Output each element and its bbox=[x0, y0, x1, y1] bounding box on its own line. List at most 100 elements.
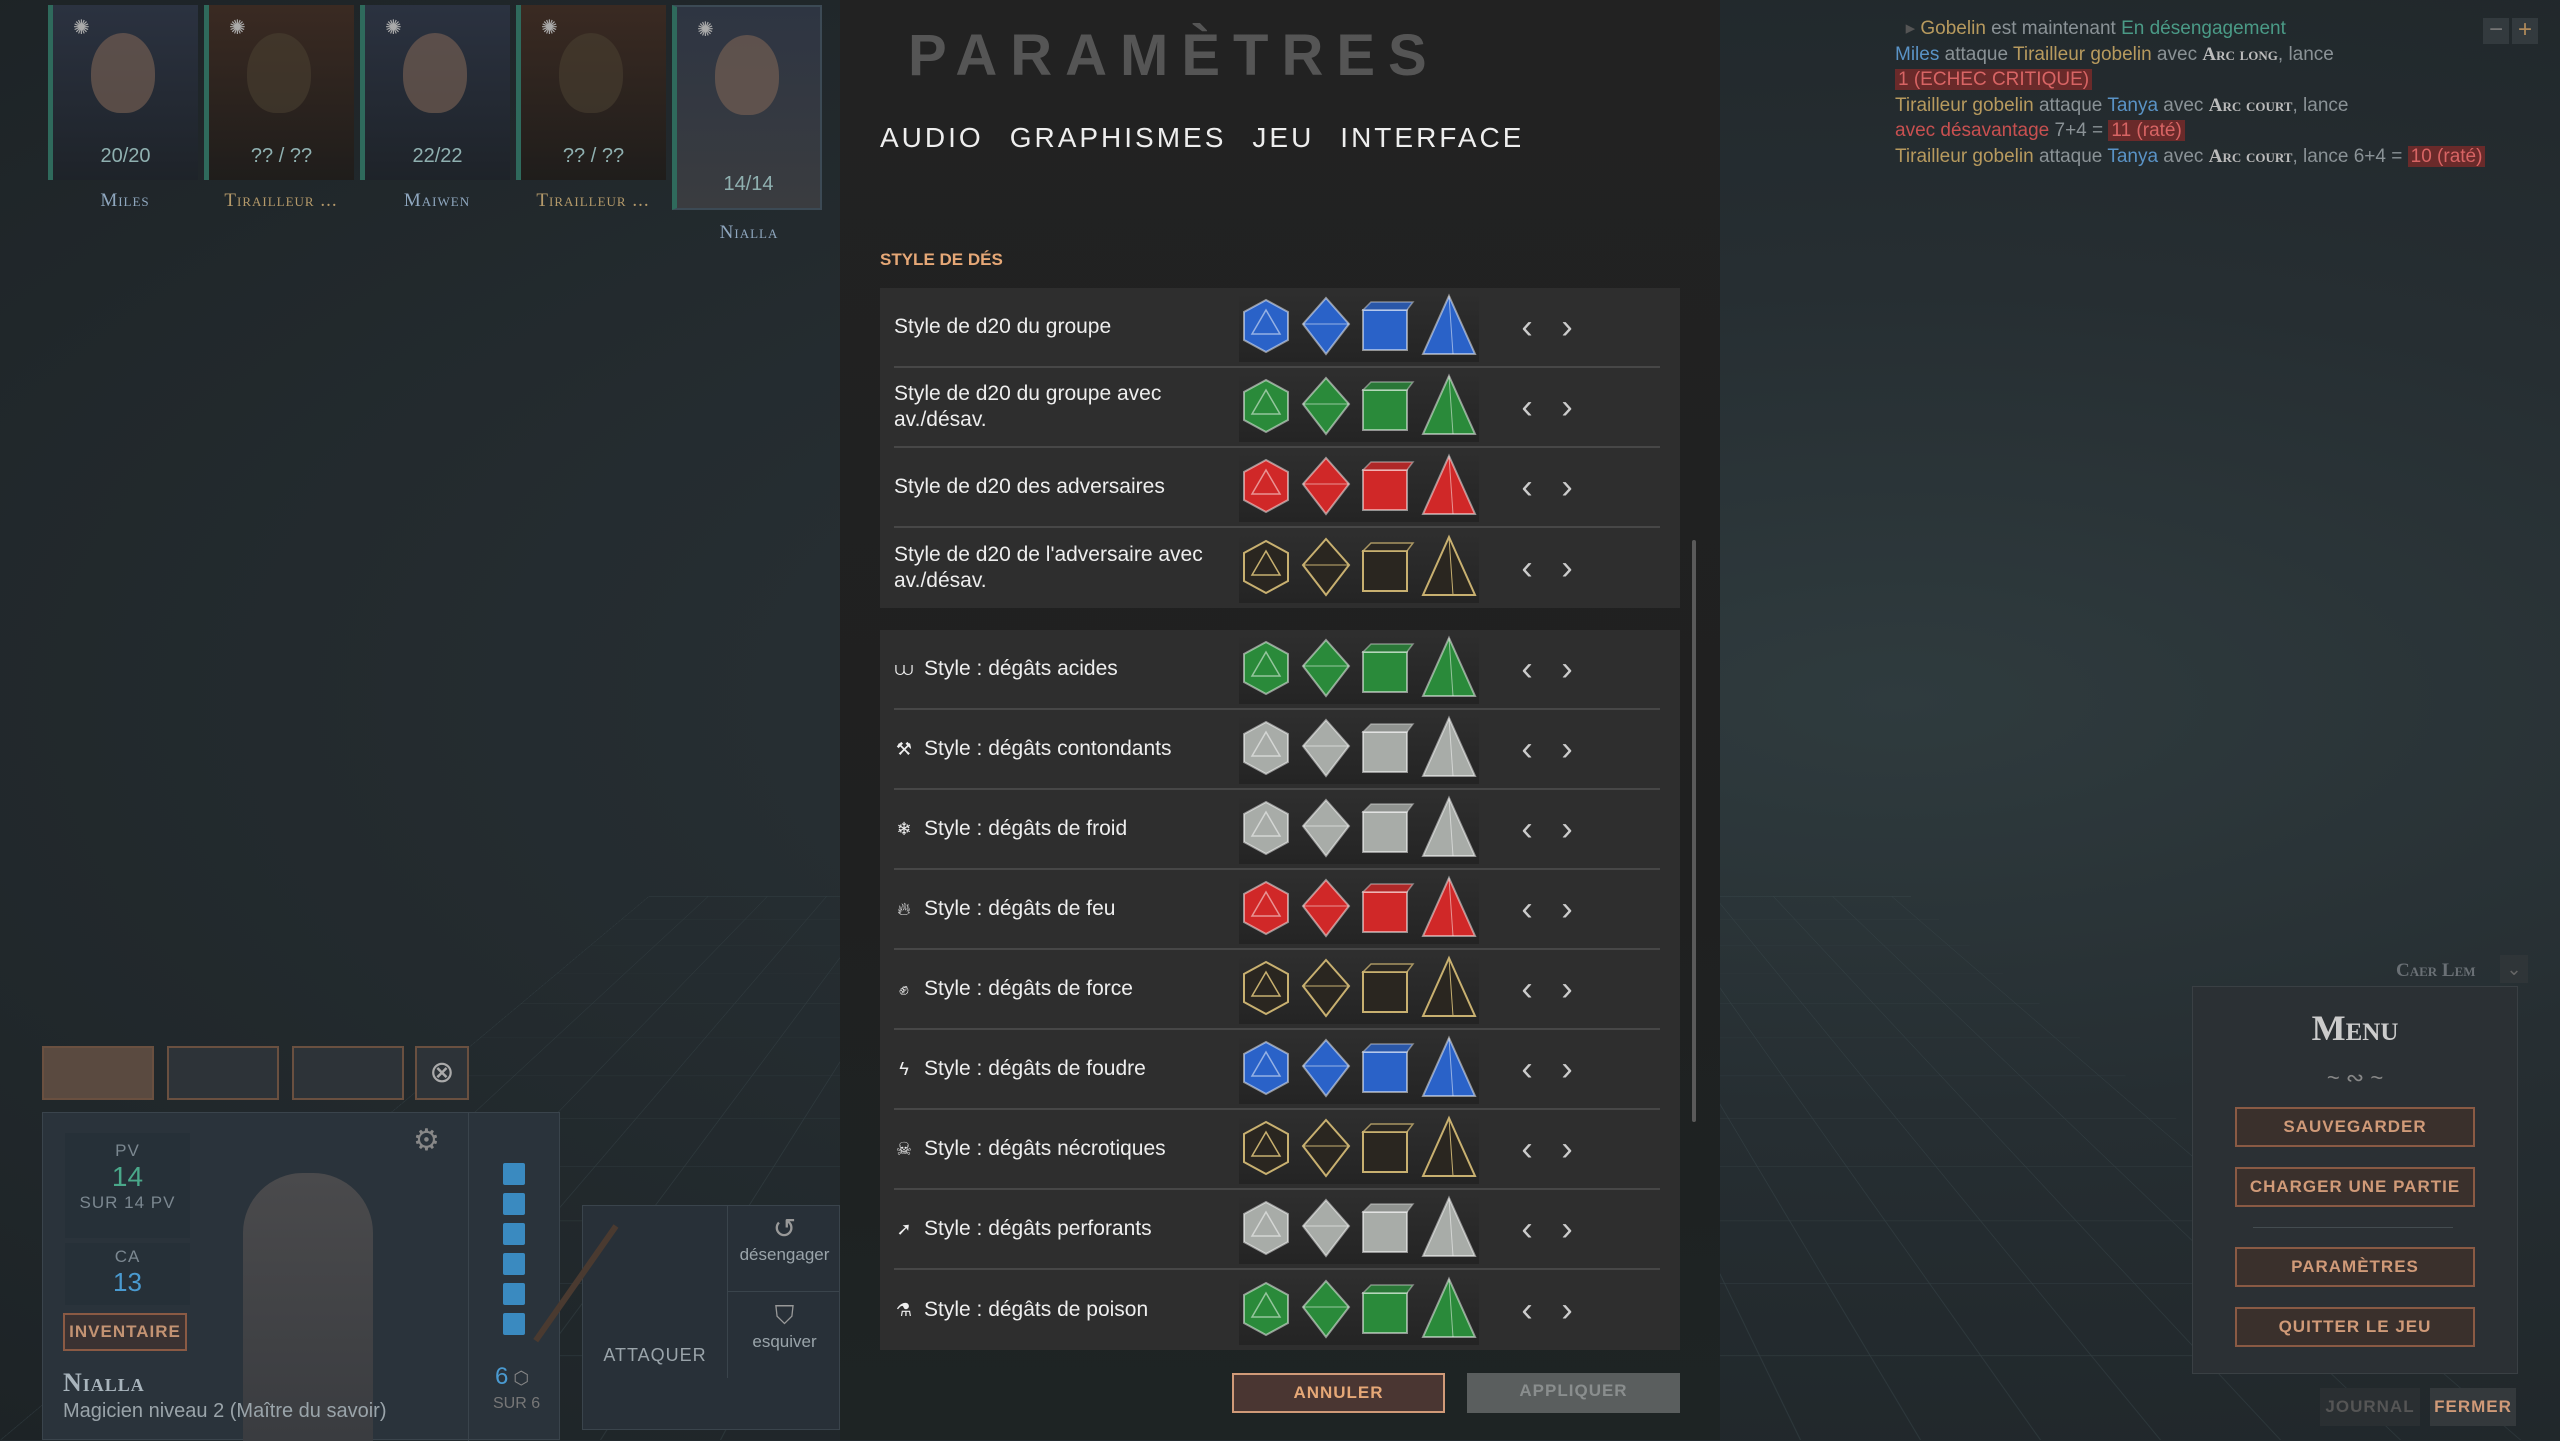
load-game-button[interactable]: CHARGER UNE PARTIE bbox=[2235, 1167, 2475, 1207]
journal-button[interactable]: JOURNAL bbox=[2320, 1388, 2420, 1426]
previous-style-button[interactable]: ‹ bbox=[1507, 388, 1547, 427]
previous-style-button[interactable]: ‹ bbox=[1507, 890, 1547, 929]
log-line: Tirailleur gobelin attaque Tanya avec Ar… bbox=[1895, 93, 2515, 144]
condition-icon: ✺ bbox=[385, 15, 402, 40]
previous-style-button[interactable]: ‹ bbox=[1507, 650, 1547, 689]
next-style-button[interactable]: › bbox=[1547, 970, 1587, 1009]
log-target: Tanya bbox=[2107, 146, 2158, 167]
dice-style-label: Style : dégâts acides bbox=[924, 656, 1118, 682]
previous-style-button[interactable]: ‹ bbox=[1507, 810, 1547, 849]
attack-button[interactable]: ATTAQUER bbox=[583, 1206, 728, 1378]
spell-slot bbox=[503, 1253, 525, 1275]
dice-style-label: Style : dégâts nécrotiques bbox=[924, 1136, 1166, 1162]
log-result: 1 (ECHEC CRITIQUE) bbox=[1895, 69, 2092, 90]
dice-style-row: ⚒Style : dégâts contondants ‹› bbox=[894, 710, 1660, 790]
tab-audio[interactable]: AUDIO bbox=[880, 122, 984, 170]
dice-preview bbox=[1239, 292, 1479, 362]
party-portrait[interactable]: ✺20/20 bbox=[48, 5, 198, 180]
log-line: Tirailleur gobelin attaque Tanya avec Ar… bbox=[1895, 144, 2515, 170]
d10-icon bbox=[1303, 640, 1349, 696]
next-style-button[interactable]: › bbox=[1547, 650, 1587, 689]
previous-style-button[interactable]: ‹ bbox=[1507, 970, 1547, 1009]
dodge-button[interactable]: ⛉ esquiver bbox=[728, 1292, 841, 1378]
tab-graphismes[interactable]: GRAPHISMES bbox=[1010, 122, 1227, 170]
tab-jeu[interactable]: JEU bbox=[1252, 122, 1314, 170]
weapon-slot-torch[interactable] bbox=[292, 1046, 404, 1100]
party-portrait[interactable]: ✺14/14 bbox=[672, 5, 822, 210]
chevron-down-icon[interactable]: ⌄ bbox=[2500, 955, 2528, 983]
d20-icon bbox=[1244, 300, 1288, 352]
dice-style-label: Style : dégâts de poison bbox=[924, 1297, 1148, 1323]
disengage-button[interactable]: ↺ désengager bbox=[728, 1206, 841, 1292]
next-style-button[interactable]: › bbox=[1547, 1210, 1587, 1249]
d6-icon bbox=[1363, 1124, 1413, 1172]
settings-button[interactable]: PARAMÈTRES bbox=[2235, 1247, 2475, 1287]
next-style-button[interactable]: › bbox=[1547, 468, 1587, 507]
portrait-hp: ?? / ?? bbox=[521, 145, 666, 168]
cancel-button[interactable]: ANNULER bbox=[1232, 1373, 1445, 1413]
spell-slot bbox=[503, 1283, 525, 1305]
disengage-label: désengager bbox=[728, 1245, 841, 1265]
log-text: avec bbox=[2158, 146, 2209, 167]
weapon-slot-hands[interactable] bbox=[167, 1046, 279, 1100]
party-portrait[interactable]: ✺?? / ?? bbox=[516, 5, 666, 180]
tab-interface[interactable]: INTERFACE bbox=[1340, 122, 1520, 170]
force-icon: ✊︎ bbox=[894, 976, 914, 1002]
dice-preview bbox=[1239, 874, 1479, 944]
log-line: ▸ Gobelin est maintenant En désengagemen… bbox=[1895, 16, 2515, 42]
gear-icon[interactable]: ⚙ bbox=[413, 1123, 440, 1158]
next-style-button[interactable]: › bbox=[1547, 549, 1587, 588]
settings-panel: PARAMÈTRES AUDIOGRAPHISMESJEUINTERFACEDÉ… bbox=[840, 0, 1720, 1440]
portrait-face bbox=[91, 33, 155, 113]
scrollbar[interactable] bbox=[1692, 540, 1696, 1122]
portrait-name: Maiwen bbox=[352, 190, 522, 212]
cold-icon: ❄ bbox=[894, 816, 914, 842]
previous-style-button[interactable]: ‹ bbox=[1507, 1210, 1547, 1249]
d20-icon bbox=[1244, 460, 1288, 512]
next-style-button[interactable]: › bbox=[1547, 1291, 1587, 1330]
previous-style-button[interactable]: ‹ bbox=[1507, 1130, 1547, 1169]
dice-style-row: Style de d20 de l'adversaire avec av./dé… bbox=[894, 528, 1660, 608]
previous-style-button[interactable]: ‹ bbox=[1507, 468, 1547, 507]
previous-style-button[interactable]: ‹ bbox=[1507, 549, 1547, 588]
d20-icon bbox=[1244, 802, 1288, 854]
dice-style-label: Style : dégâts de foudre bbox=[924, 1056, 1146, 1082]
party-portrait[interactable]: ✺22/22 bbox=[360, 5, 510, 180]
d20-icon bbox=[1244, 882, 1288, 934]
dice-style-label-wrap: Style de d20 du groupe bbox=[894, 314, 1239, 340]
next-style-button[interactable]: › bbox=[1547, 1050, 1587, 1089]
dice-style-label-wrap: ❄Style : dégâts de froid bbox=[894, 816, 1239, 842]
close-button[interactable]: FERMER bbox=[2430, 1388, 2516, 1426]
dice-preview bbox=[1239, 452, 1479, 522]
log-zoom-out-button[interactable]: − bbox=[2483, 18, 2509, 44]
weapon-slot-staff[interactable] bbox=[42, 1046, 154, 1100]
party-portrait[interactable]: ✺?? / ?? bbox=[204, 5, 354, 180]
next-style-button[interactable]: › bbox=[1547, 1130, 1587, 1169]
previous-style-button[interactable]: ‹ bbox=[1507, 730, 1547, 769]
next-style-button[interactable]: › bbox=[1547, 890, 1587, 929]
previous-style-button[interactable]: ‹ bbox=[1507, 308, 1547, 347]
next-style-button[interactable]: › bbox=[1547, 388, 1587, 427]
next-style-button[interactable]: › bbox=[1547, 810, 1587, 849]
d20-icon bbox=[1244, 1202, 1288, 1254]
d6-icon bbox=[1363, 382, 1413, 430]
d10-icon bbox=[1303, 1281, 1349, 1337]
previous-style-button[interactable]: ‹ bbox=[1507, 1291, 1547, 1330]
dice-style-label-wrap: Style de d20 de l'adversaire avec av./dé… bbox=[894, 542, 1239, 594]
attack-label: ATTAQUER bbox=[583, 1345, 727, 1366]
next-style-button[interactable]: › bbox=[1547, 730, 1587, 769]
hp-value: 14 bbox=[65, 1161, 190, 1193]
inventory-button[interactable]: INVENTAIRE bbox=[63, 1313, 187, 1351]
target-icon[interactable]: ⊗ bbox=[415, 1046, 469, 1100]
quit-game-button[interactable]: QUITTER LE JEU bbox=[2235, 1307, 2475, 1347]
previous-style-button[interactable]: ‹ bbox=[1507, 1050, 1547, 1089]
spell-slot bbox=[503, 1163, 525, 1185]
next-style-button[interactable]: › bbox=[1547, 308, 1587, 347]
save-button[interactable]: SAUVEGARDER bbox=[2235, 1107, 2475, 1147]
d10-icon bbox=[1303, 378, 1349, 434]
log-zoom-in-button[interactable]: + bbox=[2512, 18, 2538, 44]
dice-style-label: Style de d20 du groupe avec av./désav. bbox=[894, 381, 1239, 433]
dice-style-row: ⚗Style : dégâts de poison ‹› bbox=[894, 1270, 1660, 1350]
dice-style-label: Style : dégâts de force bbox=[924, 976, 1133, 1002]
apply-button[interactable]: APPLIQUER bbox=[1467, 1373, 1680, 1413]
